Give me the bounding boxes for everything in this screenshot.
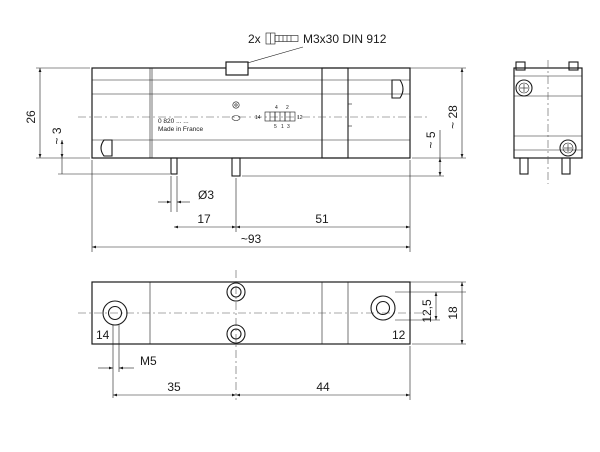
locating-pin-right [231,157,241,177]
screw-count: 2x [248,32,261,46]
dim-offset-right: ~ 5 [424,131,438,148]
valve-body-outline [91,67,411,159]
dim-pin-diameter: Ø3 [198,188,214,202]
front-view: 4 2 14 12 5 1 3 0 820 ... ... Made in Fr… [24,61,466,252]
screw-head [225,61,249,76]
dim-width: 18 [446,306,460,320]
dim-height: 26 [24,110,38,124]
origin-label: Made in France [158,126,204,133]
locating-pin-left [170,157,178,175]
svg-text:12: 12 [297,115,303,121]
port-hole-right [370,295,396,321]
side-pin-left [519,157,529,175]
dim-pin-to-right: 51 [315,212,329,226]
svg-text:1: 1 [281,124,284,130]
dim-thread: M5 [140,354,157,368]
phillips-screw-icon-bottom [559,139,577,157]
part-number: 0 820 ... ... [158,118,189,125]
dim-overall-length: ~93 [241,232,262,246]
cert-logo-icon [231,101,241,121]
port-hole-left [102,300,128,326]
svg-text:2: 2 [286,105,289,111]
dim-left-to-center: 35 [167,380,181,394]
screw-icon [265,32,299,45]
mounting-hole-bottom [226,324,246,344]
mounting-hole-top [226,282,246,302]
port-label-12: 12 [392,328,406,342]
svg-text:3: 3 [287,124,290,130]
bottom-view: 14 12 M5 35 44 12,5 18 [78,270,466,400]
side-view [513,60,583,184]
dim-hole-height: 12,5 [420,299,434,323]
svg-text:14: 14 [255,115,261,121]
dim-pin-to-pin: 17 [197,212,211,226]
dim-offset-left: ~ 3 [50,127,64,144]
side-pin-right [561,157,571,175]
screw-callout: 2x M3x30 DIN 912 [236,32,387,67]
clamp-block [321,67,349,159]
dim-overall-height: ~ 28 [446,105,460,129]
port-label-14: 14 [96,328,110,342]
end-cap-top [391,79,404,99]
phillips-screw-icon-top [515,79,533,97]
valve-symbol: 4 2 14 12 5 1 3 [255,105,303,130]
end-cap-bottom [100,139,113,157]
svg-text:4: 4 [275,105,278,111]
svg-text:5: 5 [274,124,277,130]
dim-center-to-right: 44 [316,380,330,394]
screw-spec: M3x30 DIN 912 [303,32,387,46]
